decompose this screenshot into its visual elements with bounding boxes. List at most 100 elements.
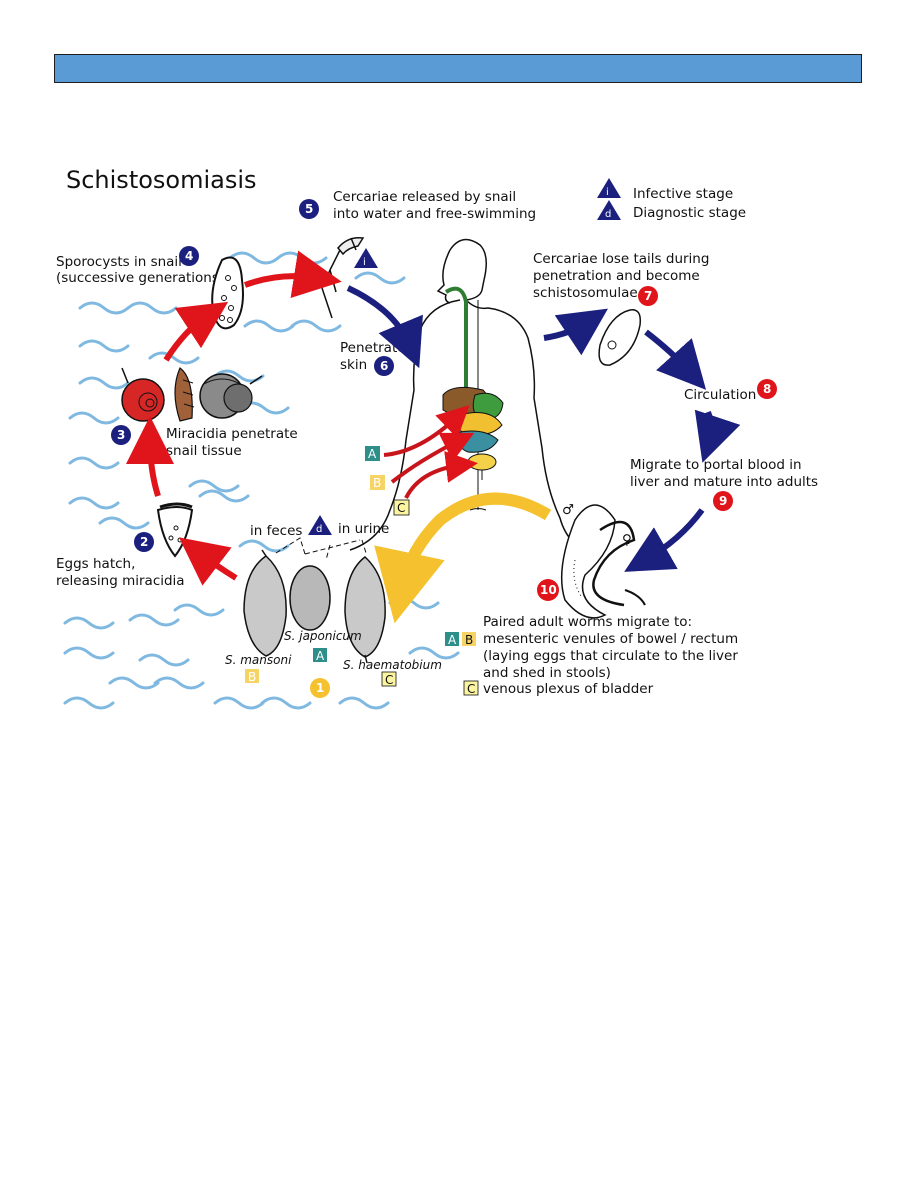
step-9-label-line1: Migrate to portal blood in bbox=[630, 457, 802, 473]
box-b-adults-letter: B bbox=[465, 633, 473, 647]
infective-triangle-icon bbox=[597, 178, 621, 198]
step-8-badge bbox=[757, 379, 777, 399]
arrow-skin-to-schistosomulum bbox=[543, 308, 608, 356]
box-a-body bbox=[365, 446, 380, 461]
infective-label: Infective stage bbox=[633, 186, 733, 202]
step-6-number: 6 bbox=[380, 359, 388, 373]
arrow-schistosomulum-to-circulation bbox=[644, 329, 707, 390]
step-6-label-line1: Penetrate bbox=[340, 340, 406, 356]
adults-label-line3: (laying eggs that circulate to the liver bbox=[483, 648, 738, 664]
step-1-badge bbox=[310, 678, 330, 698]
box-c-eggs-letter: C bbox=[385, 673, 393, 687]
step-7-label-line3: schistosomulae bbox=[533, 285, 638, 301]
arrow-c-to-body bbox=[404, 451, 478, 499]
arrow-b-to-body bbox=[390, 432, 475, 484]
in-urine-label: in urine bbox=[338, 521, 389, 537]
step-9-number: 9 bbox=[719, 494, 727, 508]
diagnostic-triangle-icon bbox=[597, 200, 621, 220]
step-3-label-line1: Miracidia penetrate bbox=[166, 426, 298, 442]
arrow-snail-to-sporocyst bbox=[163, 301, 229, 362]
eggs-illustration bbox=[243, 549, 386, 664]
step-5-label-line2: into water and free-swimming bbox=[333, 206, 536, 222]
adults-label-line5: venous plexus of bladder bbox=[483, 681, 654, 697]
box-b-eggs-letter: B bbox=[248, 670, 256, 684]
adults-label-line2: mesenteric venules of bowel / rectum bbox=[483, 631, 738, 647]
step-1-number: 1 bbox=[316, 681, 324, 695]
schistosomulum-illustration bbox=[598, 309, 642, 366]
box-a-body-letter: A bbox=[368, 447, 377, 461]
diagnostic-label: Diagnostic stage bbox=[633, 205, 746, 221]
in-feces-label: in feces bbox=[250, 523, 302, 539]
infective-triangle-marker-icon bbox=[354, 248, 378, 268]
box-c-body-letter: C bbox=[397, 501, 405, 515]
step-8-label: Circulation bbox=[684, 387, 756, 403]
adults-label-line1: Paired adult worms migrate to: bbox=[483, 614, 692, 630]
box-c-adults-letter: C bbox=[467, 682, 475, 696]
arrow-cercaria-to-skin bbox=[346, 285, 423, 369]
step-2-badge bbox=[134, 532, 154, 552]
adult-worms-illustration bbox=[560, 504, 646, 619]
step-5-label-line1: Cercariae released by snail bbox=[333, 189, 516, 205]
step-9-label-line2: liver and mature into adults bbox=[630, 474, 818, 490]
header-bar bbox=[54, 54, 862, 83]
step-10-badge bbox=[537, 579, 559, 601]
step-9-badge bbox=[713, 491, 733, 511]
infective-marker-letter: i bbox=[363, 257, 366, 268]
step-3-label-line2: snail tissue bbox=[166, 443, 242, 459]
step-5-number: 5 bbox=[305, 202, 313, 216]
step-3-number: 3 bbox=[117, 428, 125, 442]
diagram-title: Schistosomiasis bbox=[66, 166, 257, 194]
arrow-body-to-eggs bbox=[374, 492, 552, 624]
egg-pointer-lines bbox=[275, 537, 367, 561]
snails-illustration bbox=[121, 367, 263, 422]
box-a-adults bbox=[445, 632, 459, 646]
diagnostic-letter: d bbox=[605, 209, 611, 220]
box-b-eggs bbox=[245, 669, 259, 683]
box-c-adults bbox=[463, 680, 479, 696]
step-3-badge bbox=[111, 425, 131, 445]
lifecycle-arrows bbox=[126, 250, 741, 624]
arrow-miracidium-to-snail bbox=[126, 416, 175, 497]
box-a-eggs-letter: A bbox=[316, 649, 325, 663]
step-6-label-line2: skin bbox=[340, 357, 367, 373]
box-b-adults bbox=[462, 632, 476, 646]
arrow-sporocyst-to-cercaria bbox=[243, 250, 342, 298]
step-2-label-line2: releasing miracidia bbox=[56, 573, 185, 589]
step-7-label-line1: Cercariae lose tails during bbox=[533, 251, 709, 267]
step-4-number: 4 bbox=[185, 249, 193, 263]
step-4-label-line2: (successive generations) bbox=[56, 270, 224, 286]
male-symbol: ♂ bbox=[562, 502, 574, 518]
arrow-a-to-body bbox=[383, 404, 470, 457]
step-7-badge bbox=[638, 286, 658, 306]
step-7-number: 7 bbox=[644, 289, 652, 303]
arrow-circulation-to-portal bbox=[694, 409, 741, 463]
miracidium-illustration bbox=[156, 502, 194, 558]
infective-letter: i bbox=[606, 187, 609, 198]
arrow-portal-to-adults bbox=[624, 508, 705, 572]
step-2-label-line1: Eggs hatch, bbox=[56, 556, 135, 572]
female-symbol: ♀ bbox=[622, 532, 632, 548]
s-haematobium-label: S. haematobium bbox=[343, 658, 442, 672]
s-japonicum-label: S. japonicum bbox=[284, 629, 362, 643]
diagnostic-marker-letter: d bbox=[316, 524, 322, 535]
box-b-body bbox=[370, 475, 385, 490]
box-a-eggs bbox=[313, 648, 327, 662]
sporocyst-illustration bbox=[211, 256, 244, 330]
step-7-label-line2: penetration and become bbox=[533, 268, 700, 284]
arrow-egg-to-miracidium bbox=[178, 537, 238, 586]
legend: i Infective stage d Diagnostic stage bbox=[597, 178, 746, 221]
adults-label-line4: and shed in stools) bbox=[483, 665, 611, 681]
diagnostic-triangle-marker-icon bbox=[308, 515, 332, 535]
step-4-badge bbox=[179, 246, 199, 266]
box-c-eggs bbox=[381, 671, 397, 687]
box-a-adults-letter: A bbox=[448, 633, 457, 647]
s-mansoni-label: S. mansoni bbox=[225, 653, 292, 667]
step-8-number: 8 bbox=[763, 382, 771, 396]
step-5-badge bbox=[299, 199, 319, 219]
box-c-body bbox=[393, 499, 410, 516]
step-10-number: 10 bbox=[540, 583, 557, 597]
step-4-label-line1: Sporocysts in snail bbox=[56, 254, 182, 270]
step-2-number: 2 bbox=[140, 535, 148, 549]
box-b-body-letter: B bbox=[373, 476, 381, 490]
